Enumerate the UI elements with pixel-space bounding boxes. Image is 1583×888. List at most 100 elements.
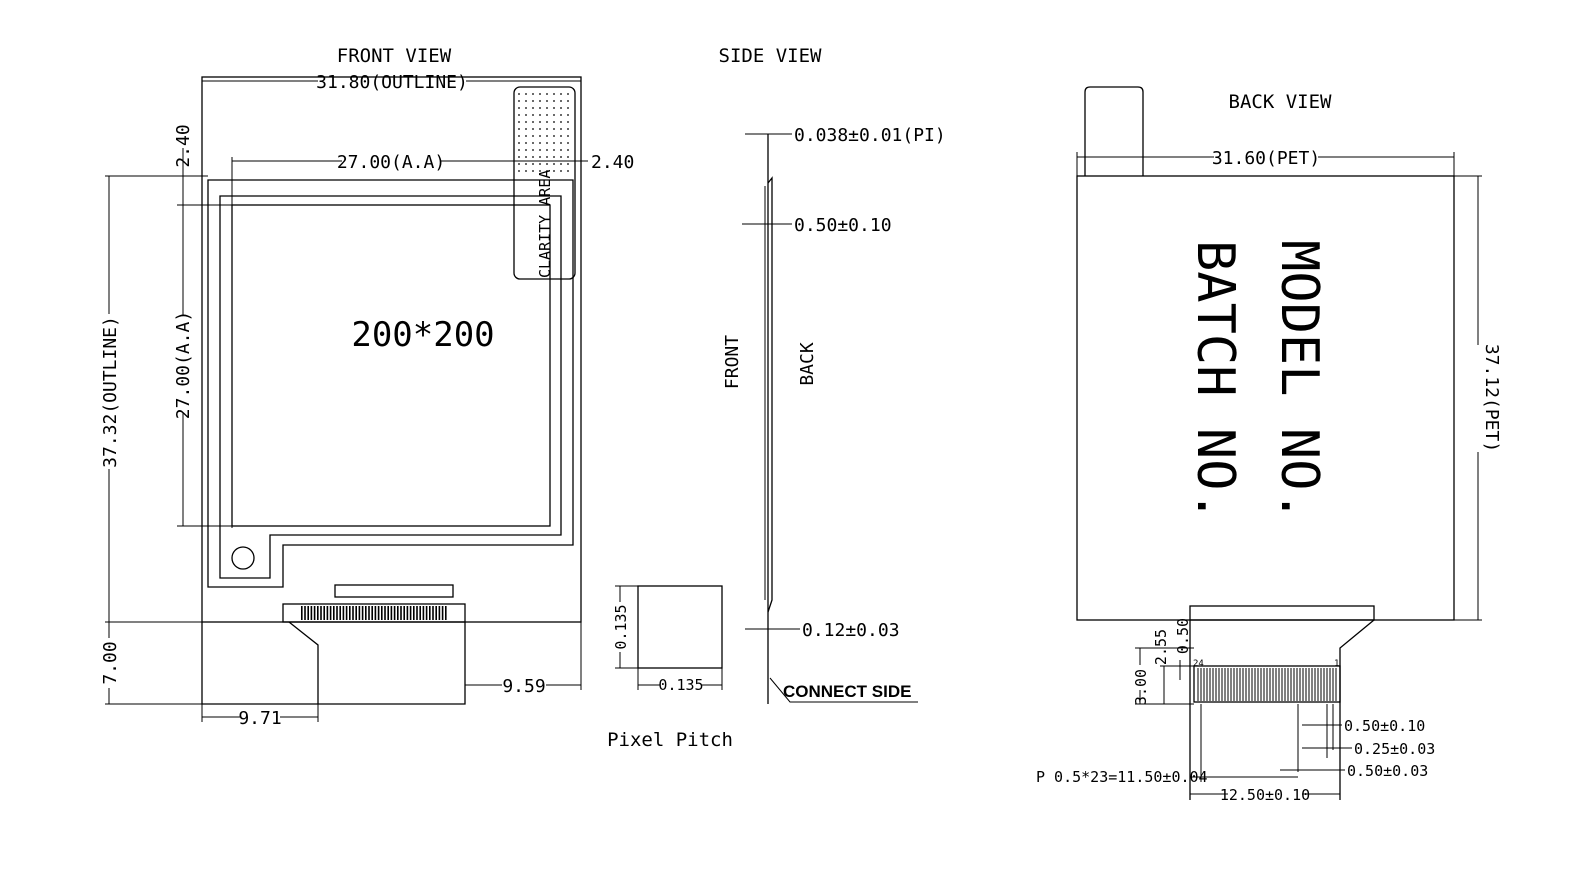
clarity-dot xyxy=(525,128,527,130)
clarity-dot xyxy=(539,149,541,151)
fpc-pad xyxy=(304,606,306,620)
fpc-pad xyxy=(381,606,383,620)
clarity-dot xyxy=(560,135,562,137)
clarity-dot xyxy=(560,107,562,109)
clarity-dot xyxy=(553,135,555,137)
fpc-pad xyxy=(432,606,434,620)
fpc-pad xyxy=(438,606,441,620)
panel-frame xyxy=(207,179,574,588)
fpc-pad xyxy=(390,606,393,620)
clarity-dot xyxy=(553,128,555,130)
clarity-dot xyxy=(532,142,534,144)
clarity-dot xyxy=(553,142,555,144)
pin-gap-dimension: 0.25±0.03 xyxy=(1354,740,1435,758)
clarity-dot xyxy=(567,100,569,102)
clarity-dot xyxy=(518,100,520,102)
connect-side-label: CONNECT SIDE xyxy=(783,682,911,701)
clarity-dot xyxy=(546,107,548,109)
fpc-pad xyxy=(416,606,418,620)
fpc-pad xyxy=(355,606,357,620)
clarity-dot xyxy=(539,163,541,165)
clarity-dot xyxy=(567,93,569,95)
fpc-pad xyxy=(307,606,309,620)
fpc-pad xyxy=(419,606,421,620)
clarity-dot xyxy=(560,156,562,158)
clarity-dot xyxy=(525,114,527,116)
clarity-dot xyxy=(560,100,562,102)
side-view: SIDE VIEW 0.038±0.01(PI) 0.50±0.10 0.12±… xyxy=(719,45,946,704)
fpc-pad xyxy=(435,606,437,620)
clarity-dot xyxy=(525,149,527,151)
back-fpc-contacts xyxy=(1193,665,1341,703)
clarity-dot xyxy=(518,128,520,130)
clarity-dot xyxy=(553,149,555,151)
fpc-pad xyxy=(320,606,322,620)
fpc-pad xyxy=(310,606,313,620)
clarity-dot xyxy=(532,93,534,95)
clarity-dot xyxy=(567,170,569,172)
fpc-pad xyxy=(358,606,361,620)
fpc-length-dimension: 7.00 xyxy=(100,641,121,684)
fpc-right-offset-dimension: 9.59 xyxy=(502,676,545,697)
back-fpc-bonding xyxy=(1189,605,1375,621)
clarity-area-tab: CLARITY AREA xyxy=(513,86,576,280)
clarity-dot xyxy=(567,142,569,144)
clarity-dot xyxy=(525,100,527,102)
fpc-width-dimension: 12.50±0.10 xyxy=(1220,786,1310,804)
clarity-dot xyxy=(567,163,569,165)
pixel-pitch-title: Pixel Pitch xyxy=(607,729,733,751)
batch-no-label: BATCH NO. xyxy=(1185,240,1245,522)
alignment-mark xyxy=(231,546,255,570)
clarity-dot xyxy=(518,135,520,137)
clarity-dot xyxy=(539,156,541,158)
fpc-pad xyxy=(365,606,367,620)
clarity-dot xyxy=(560,128,562,130)
fpc-pad xyxy=(329,606,332,620)
clarity-dot xyxy=(546,135,548,137)
clarity-dot xyxy=(553,121,555,123)
clarity-dot xyxy=(518,163,520,165)
clarity-dot xyxy=(518,142,520,144)
clarity-dot xyxy=(567,114,569,116)
clarity-dot xyxy=(546,128,548,130)
clarity-dot xyxy=(525,142,527,144)
clarity-dot xyxy=(546,163,548,165)
fpc-pad xyxy=(317,606,319,620)
clarity-dot xyxy=(539,114,541,116)
aa-width-dimension: 27.00(A.A) xyxy=(337,152,445,173)
clarity-dot xyxy=(546,149,548,151)
back-fpc-pins xyxy=(1197,668,1337,701)
pin-edge-dimension: 0.50±0.03 xyxy=(1347,762,1428,780)
fpc-pad xyxy=(313,606,316,620)
clarity-dot xyxy=(532,170,534,172)
fpc-bonding-pads xyxy=(301,606,447,620)
clarity-area-label: CLARITY AREA xyxy=(536,170,554,278)
clarity-dot xyxy=(560,93,562,95)
driver-ic xyxy=(334,584,454,598)
fpc-pad xyxy=(429,606,431,620)
pitch-total-dimension: P 0.5*23=11.50±0.04 xyxy=(1036,768,1208,786)
pin-last-label: 24 xyxy=(1193,659,1204,669)
pin-first-label: 1 xyxy=(1334,659,1339,669)
clarity-dot xyxy=(525,107,527,109)
fpc-pad xyxy=(349,606,351,620)
clarity-dot xyxy=(518,156,520,158)
clarity-dot xyxy=(539,142,541,144)
clarity-dot xyxy=(553,93,555,95)
clarity-dot xyxy=(532,156,534,158)
fpc-pad xyxy=(400,606,402,620)
back-fpc-tail xyxy=(1189,619,1375,800)
fpc-pad xyxy=(361,606,364,620)
fpc-pad xyxy=(387,606,389,620)
clarity-dot xyxy=(525,156,527,158)
clarity-dot xyxy=(567,149,569,151)
aa-height-dimension: 27.00(A.A) xyxy=(173,311,194,419)
clarity-dot xyxy=(546,114,548,116)
panel-thickness-dimension: 0.50±0.10 xyxy=(794,215,892,236)
fpc-pad xyxy=(339,606,341,620)
fpc-pad xyxy=(403,606,405,620)
clarity-dot xyxy=(567,121,569,123)
fpc-pad xyxy=(397,606,399,620)
clarity-dot xyxy=(525,163,527,165)
clarity-dot xyxy=(518,107,520,109)
